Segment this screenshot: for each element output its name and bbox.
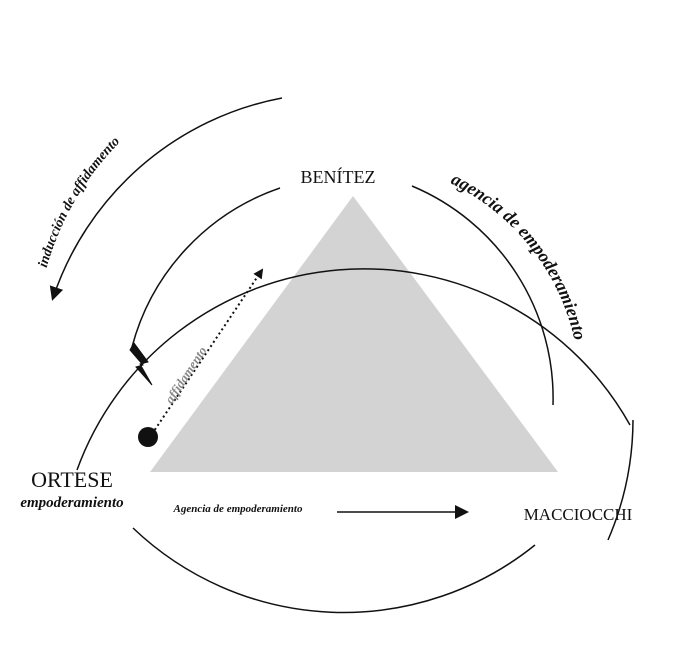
outer-right-arc-textpath: agencia de empoderamiento xyxy=(448,169,590,342)
node-label-top: BENÍTEZ xyxy=(301,166,376,187)
lightning-bolt-icon xyxy=(129,342,153,386)
outer-left-arc-textpath: inducción de affidamento xyxy=(36,134,123,269)
dotted-arrow-textpath: affidamento xyxy=(162,343,210,406)
bottom-arrow-label: Agencia de empoderamiento xyxy=(173,503,303,515)
outer-circle-arc-right xyxy=(607,419,634,541)
outer-circle-arc-top xyxy=(76,268,631,471)
node-label-left: ORTESE xyxy=(31,467,113,492)
outer-right-arc-label: agencia de empoderamiento xyxy=(448,169,590,342)
central-triangle xyxy=(150,196,558,472)
induction-arrow xyxy=(49,97,283,301)
origin-dot xyxy=(138,427,158,447)
node-label-right: MACCIOCCHI xyxy=(524,505,633,524)
dotted-arrow-label: affidamento xyxy=(162,343,210,406)
outer-circle-arc-bottom xyxy=(132,527,536,614)
node-sublabel-left: empoderamiento xyxy=(20,495,123,511)
outer-left-arc-label: inducción de affidamento xyxy=(36,134,123,269)
inner-left-arc xyxy=(131,187,281,348)
inner-right-arc xyxy=(411,185,554,406)
